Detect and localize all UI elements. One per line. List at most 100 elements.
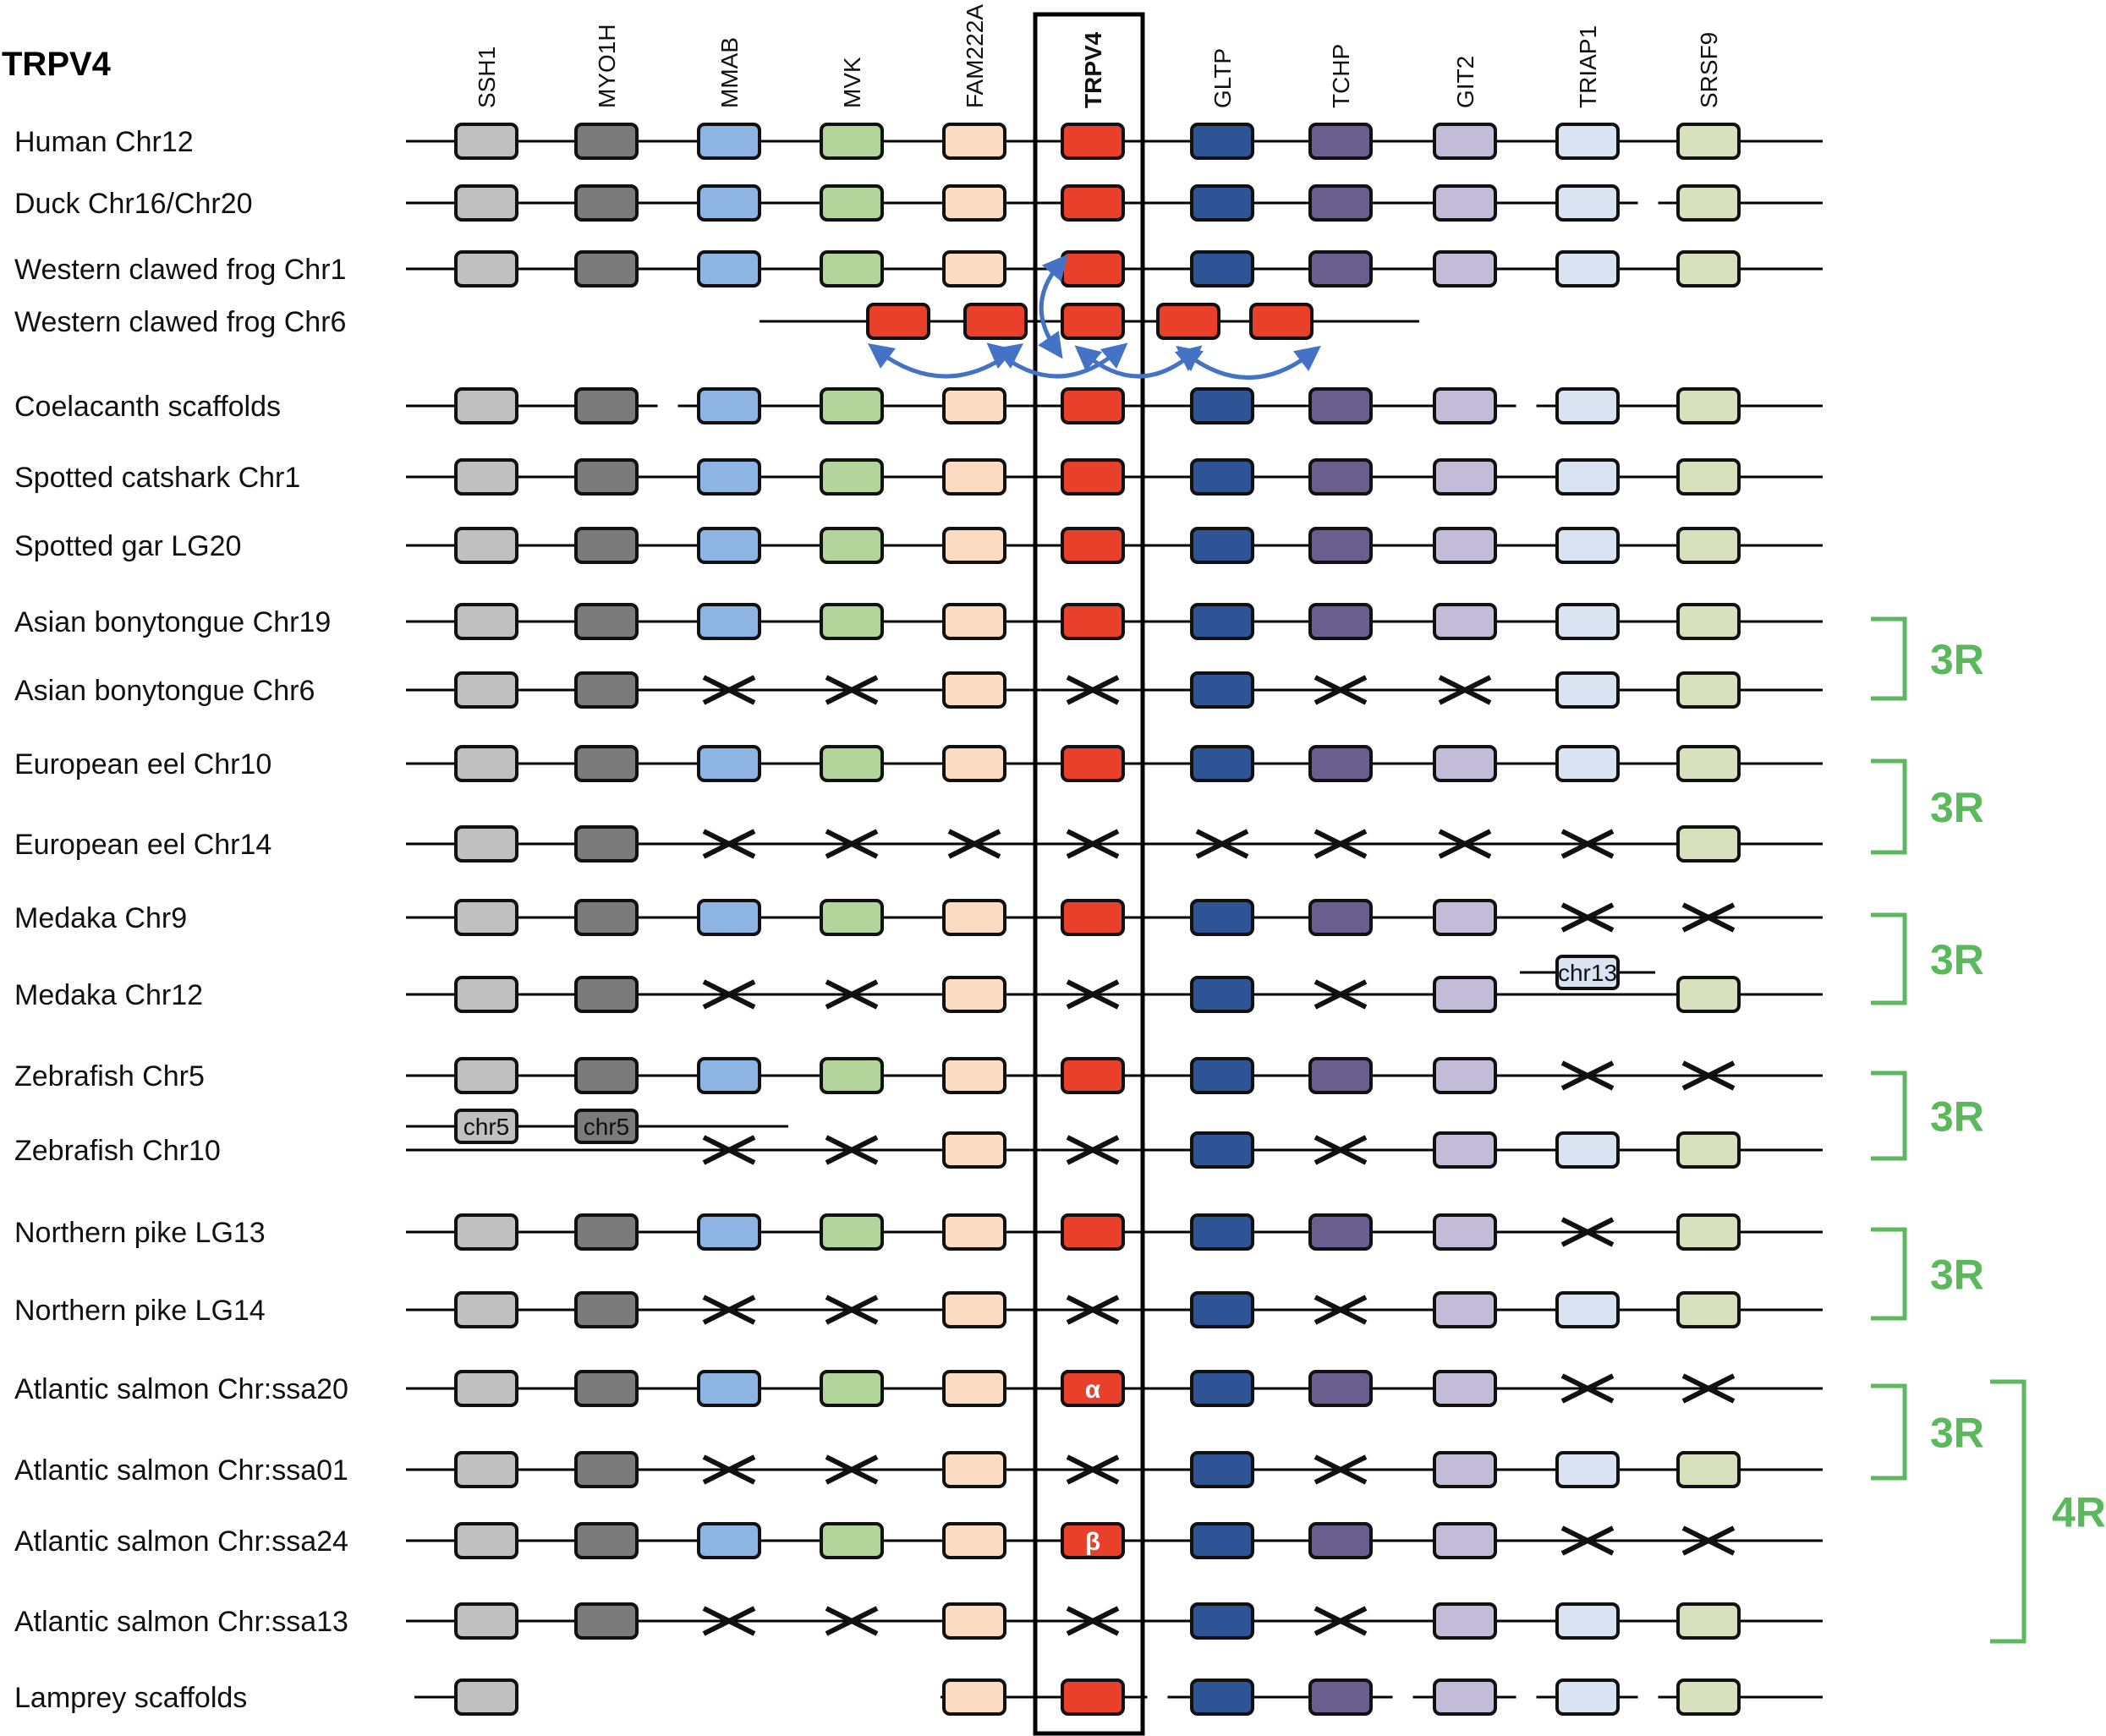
species-label: Northern pike LG13 (14, 1217, 266, 1249)
gene-fam222a (942, 123, 1006, 160)
gene-loss-mark (1066, 1606, 1120, 1636)
gene-gltp (1190, 458, 1254, 496)
gene-fam222a (942, 1291, 1006, 1328)
gene-fam222a (942, 671, 1006, 709)
gene-fam222a (942, 250, 1006, 288)
gene-srsf9 (1676, 671, 1741, 709)
gene-ssh1 (454, 1213, 518, 1251)
gene-git2 (1433, 123, 1497, 160)
row-5: Spotted catshark Chr1 (14, 458, 1823, 496)
duplication-bracket: 3R (1871, 616, 1984, 701)
row-16: Northern pike LG14 (14, 1291, 1823, 1328)
bracket-label: 3R (1930, 1093, 1984, 1141)
duplication-bracket: 3R (1871, 758, 1984, 855)
gene-ssh1 (454, 1522, 518, 1559)
gene-srsf9 (1676, 1131, 1741, 1169)
gene-fam222a (942, 1131, 1006, 1169)
gene-gltp (1190, 1370, 1254, 1407)
gene-loss-mark (1314, 1295, 1368, 1325)
species-label: Asian bonytongue Chr6 (14, 675, 315, 707)
gene-gltp (1190, 603, 1254, 640)
gene-mvk (820, 387, 884, 424)
gene-trpv4 (1061, 1370, 1125, 1407)
gene-ssh1 (454, 1057, 518, 1094)
gene-loss-mark (825, 1135, 879, 1165)
gene-triap1 (1555, 1131, 1620, 1169)
species-label: Atlantic salmon Chr:ssa20 (14, 1373, 348, 1405)
gene-fam222a (942, 1213, 1006, 1251)
gene-loss-mark (702, 1454, 756, 1485)
gene-myo1h (574, 603, 639, 640)
gene-trpv4 (1061, 527, 1125, 564)
gene-gltp (1190, 1451, 1254, 1488)
species-label: Coelacanth scaffolds (14, 391, 281, 423)
gene-gltp (1190, 899, 1254, 936)
gene-loss-mark (702, 1135, 756, 1165)
gene-triap1 (1555, 387, 1620, 424)
gene-loss-mark (702, 979, 756, 1010)
gene-tchp (1308, 1522, 1373, 1559)
gene-fam222a (942, 1522, 1006, 1559)
gene-loss-mark (947, 829, 1001, 859)
gene-git2 (1433, 1213, 1497, 1251)
gene-loss-mark (825, 829, 879, 859)
gene-myo1h (574, 458, 639, 496)
gene-trpv4 (1061, 184, 1125, 222)
trpv4-highlight-frame (1033, 12, 1145, 1736)
species-label: Spotted catshark Chr1 (14, 462, 300, 494)
gene-ssh1 (454, 1602, 518, 1640)
species-label: Atlantic salmon Chr:ssa13 (14, 1606, 348, 1638)
gene-tchp (1308, 1370, 1373, 1407)
species-label: Atlantic salmon Chr:ssa01 (14, 1454, 348, 1487)
gene-tchp (1308, 603, 1373, 640)
svg-text:chr5: chr5 (463, 1114, 509, 1140)
duplication-bracket: 3R (1871, 912, 1984, 1005)
gene-header-fam222a: FAM222A (962, 4, 988, 108)
gene-tchp (1308, 458, 1373, 496)
row-9: European eel Chr10 (14, 745, 1823, 782)
chr-tag: chr13 (1520, 955, 1655, 990)
gene-loss-mark (825, 1606, 879, 1636)
gene-loss-mark (1560, 829, 1615, 859)
gene-srsf9 (1676, 458, 1741, 496)
gene-mvk (820, 527, 884, 564)
gene-loss-mark (825, 979, 879, 1010)
gene-gltp (1190, 387, 1254, 424)
gene-myo1h (574, 250, 639, 288)
gene-myo1h (574, 671, 639, 709)
duplication-bracket: 3R (1871, 1227, 1984, 1321)
gene-triap1 (1555, 671, 1620, 709)
gene-myo1h (574, 1602, 639, 1640)
bracket-label: 3R (1930, 784, 1984, 831)
gene-git2 (1433, 1131, 1497, 1169)
gene-trpv4 (1061, 458, 1125, 496)
gene-gltp (1190, 1678, 1254, 1716)
gene-myo1h (574, 123, 639, 160)
bracket-label: 3R (1930, 1251, 1984, 1299)
duplication-arrow (1176, 345, 1321, 380)
svg-text:chr5: chr5 (584, 1114, 629, 1140)
gene-ssh1 (454, 976, 518, 1013)
gene-header-mmab: MMAB (716, 37, 743, 108)
gene-triap1 (1555, 1451, 1620, 1488)
gene-git2 (1433, 458, 1497, 496)
gene-gltp (1190, 1522, 1254, 1559)
gene-myo1h (574, 825, 639, 863)
gene-fam222a (942, 1057, 1006, 1094)
gene-fam222a (942, 1678, 1006, 1716)
species-label: Western clawed frog Chr1 (14, 254, 346, 286)
gene-loss-mark (1681, 1060, 1736, 1091)
species-label: Lamprey scaffolds (14, 1682, 247, 1714)
row-20: Atlantic salmon Chr:ssa13 (14, 1602, 1823, 1640)
gene-loss-mark (1066, 979, 1120, 1010)
figure-title: TRPV4 (2, 46, 112, 83)
gene-triap1 (1555, 1602, 1620, 1640)
row-0: Human Chr12 (14, 123, 1823, 160)
gene-tchp (1308, 184, 1373, 222)
gene-srsf9 (1676, 1602, 1741, 1640)
gene-loss-mark (1066, 1135, 1120, 1165)
species-label: European eel Chr14 (14, 829, 271, 861)
gene-loss-mark (1438, 675, 1492, 705)
gene-ssh1 (454, 1370, 518, 1407)
